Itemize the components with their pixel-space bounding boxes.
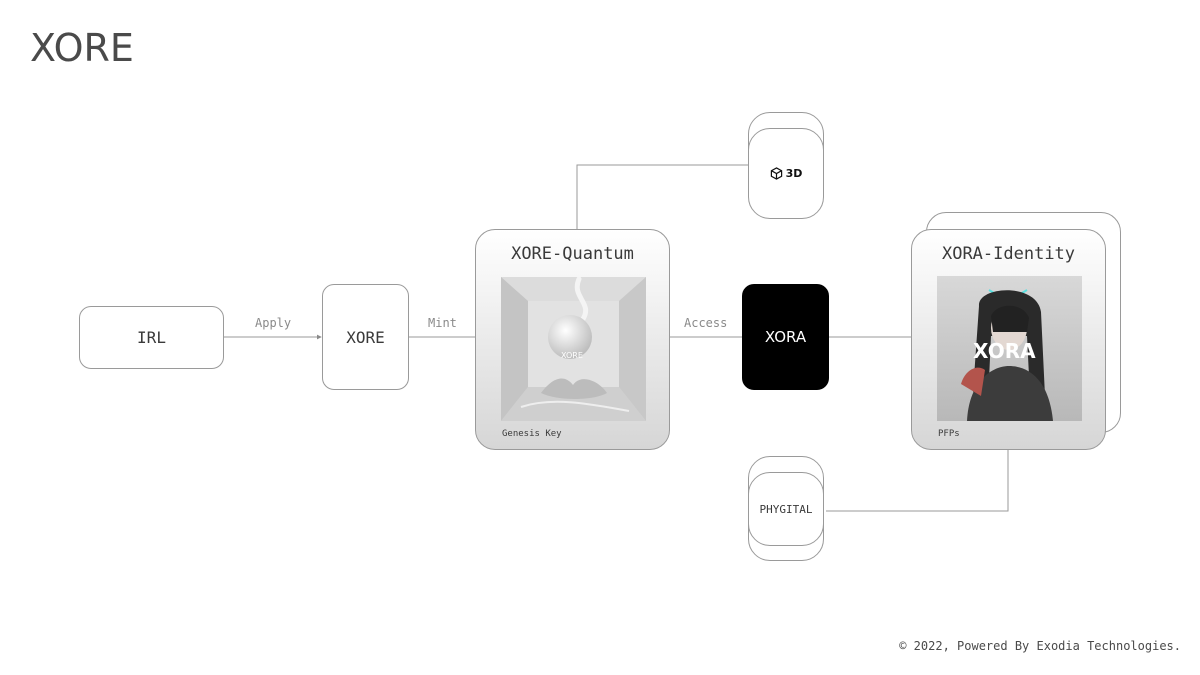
access-label: Access	[684, 316, 728, 330]
mint-label: Mint	[428, 316, 457, 330]
pfp-image: XORA	[937, 276, 1082, 421]
pfps-caption: PFPs	[938, 429, 960, 439]
edge-quantum-3d	[576, 164, 749, 230]
threed-node: 3D	[748, 128, 824, 219]
xore-label: XORE	[346, 327, 385, 347]
xora-label: XORA	[764, 328, 807, 346]
xore-quantum-card: XORE-Quantum XORE Genesis Key	[475, 229, 670, 450]
xore-quantum-title: XORE-Quantum	[511, 244, 634, 264]
xora-identity-card: XORA-Identity XORA PFPs	[911, 229, 1106, 450]
irl-label: IRL	[137, 328, 166, 347]
phygital-node: PHYGITAL	[748, 472, 824, 546]
xore-node: XORE	[322, 284, 409, 390]
phygital-label: PHYGITAL	[759, 502, 813, 516]
pfp-image-text: XORA	[973, 339, 1036, 363]
genesis-key-image-text: XORE	[561, 351, 583, 360]
apply-label: Apply	[255, 316, 292, 330]
xora-node: XORA	[742, 284, 829, 390]
xora-identity-title: XORA-Identity	[941, 244, 1076, 264]
genesis-key-caption: Genesis Key	[502, 429, 562, 439]
footer-copyright: © 2022, Powered By Exodia Technologies.	[899, 639, 1181, 653]
genesis-key-image: XORE	[501, 277, 646, 421]
xore-logo: XORE	[30, 26, 134, 70]
edge-identity-phygital	[826, 450, 1009, 512]
cube-3d-icon	[770, 167, 783, 180]
threed-label: 3D	[785, 167, 803, 180]
irl-node: IRL	[79, 306, 224, 369]
